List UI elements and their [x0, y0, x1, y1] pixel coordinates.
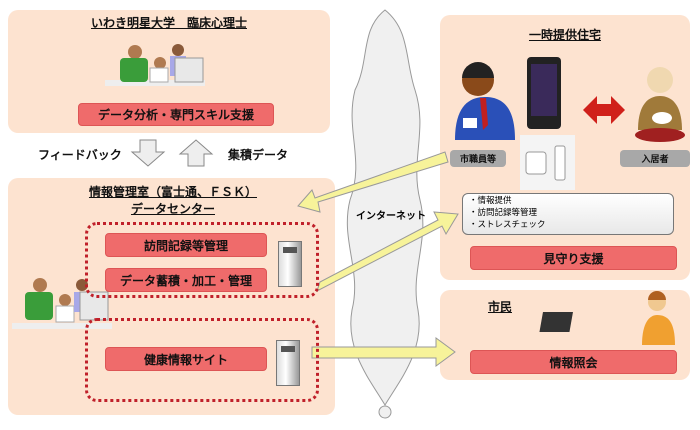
service-item: ・訪問記録等管理 — [469, 208, 538, 218]
devices-icon — [520, 135, 575, 190]
internet-cloud — [346, 9, 424, 419]
resident-icon — [635, 67, 685, 142]
visit-records-management: 訪問記録等管理 — [105, 233, 267, 257]
tablet-icon — [527, 57, 561, 129]
records-group — [85, 222, 319, 298]
services-box: ・情報提供 ・訪問記録等管理 ・ストレスチェック — [462, 193, 674, 235]
service-item: ・情報提供 — [469, 196, 512, 206]
arrow-to-housing — [316, 211, 459, 293]
arrow-to-citizen — [311, 337, 456, 367]
accumulated-up-arrow — [178, 139, 214, 167]
citizen-title: 市民 — [487, 300, 512, 314]
internet-label: インターネット — [356, 211, 426, 222]
health-info-site: 健康情報サイト — [105, 347, 267, 371]
server-icon — [276, 340, 300, 386]
server-icon — [278, 241, 302, 287]
housing-title: 一時提供住宅 — [528, 28, 601, 42]
feedback-down-arrow — [130, 139, 166, 167]
datacenter-title: 情報管理室（富士通、ＦＳＫ） — [88, 185, 257, 199]
university-title: いわき明星大学 臨床心理士 — [90, 16, 247, 30]
citizen-icon — [539, 291, 675, 345]
health-group — [85, 318, 319, 402]
arrow-to-datacenter — [297, 151, 449, 213]
datacenter-subtitle: データセンター — [130, 202, 215, 216]
data-storage-management: データ蓄積・加工・管理 — [105, 268, 267, 292]
city-staff-label: 市職員等 — [450, 150, 506, 167]
resident-label: 入居者 — [620, 150, 690, 167]
feedback-label: フィードバック — [38, 148, 122, 162]
double-arrow-icon — [583, 96, 625, 124]
accumulated-data-label: 集積データ — [228, 148, 289, 162]
monitoring-support: 見守り支援 — [470, 246, 677, 270]
service-item: ・ストレスチェック — [469, 220, 546, 230]
city-staff-icon — [455, 62, 515, 140]
data-analysis-support: データ分析・専門スキル支援 — [78, 103, 274, 126]
info-inquiry: 情報照会 — [470, 350, 677, 374]
staff-group-icon — [105, 44, 205, 86]
